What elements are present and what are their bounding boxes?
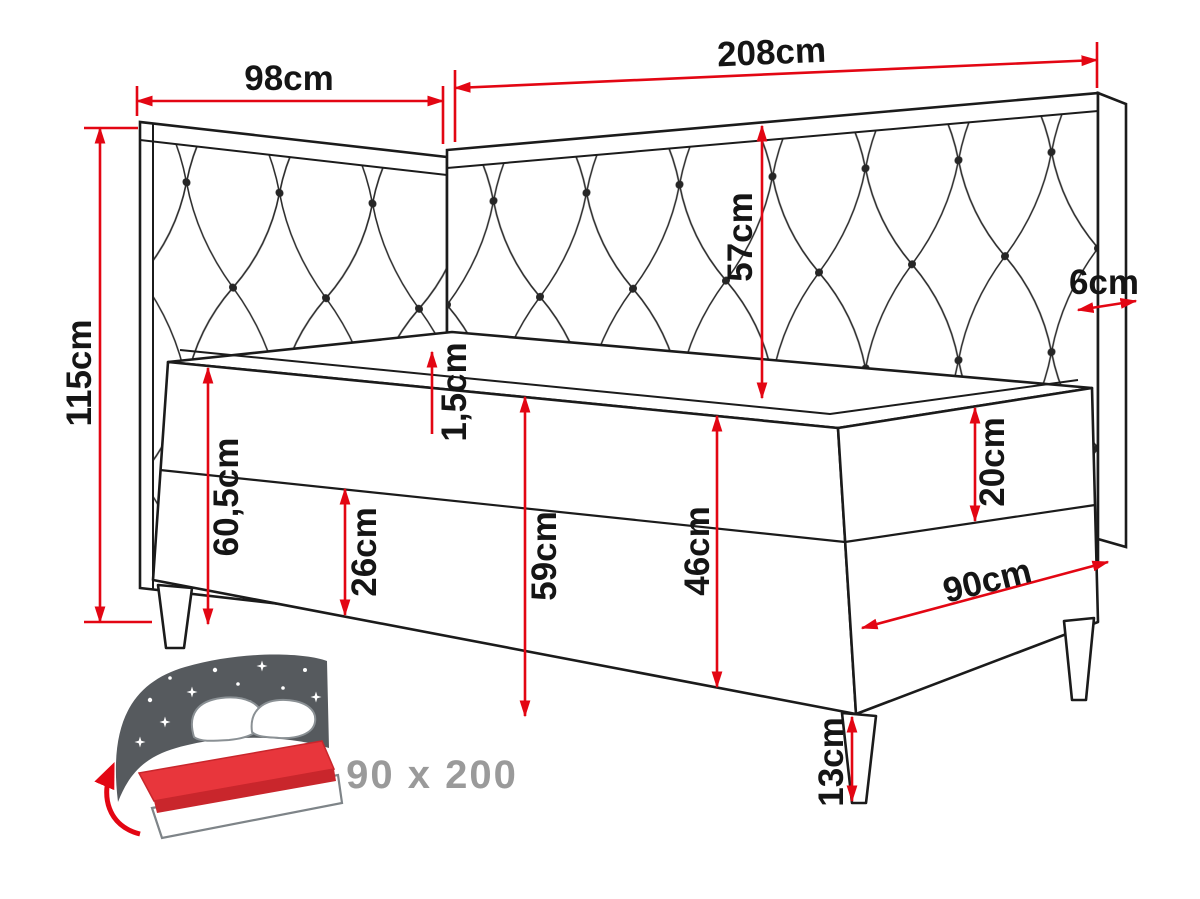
dimension-lines: [84, 42, 1138, 803]
dim-label-59cm: 59cm: [525, 511, 564, 601]
dim-label-57cm: 57cm: [721, 192, 760, 282]
star-icon: [310, 691, 322, 703]
dim-label-13cm: 13cm: [812, 717, 851, 807]
dim-label-6cm: 6cm: [1069, 263, 1139, 302]
dim-label-208cm: 208cm: [716, 31, 827, 75]
left-panel-top-rail: [140, 139, 447, 176]
dim-line-6cm: [1076, 298, 1138, 313]
lift-arrow-icon: [94, 762, 141, 837]
dim-line-90cm: [860, 560, 1110, 630]
star-icon: [186, 686, 198, 698]
dim-label-1-5cm: 1,5cm: [435, 342, 474, 441]
size-label: 90 x 200: [346, 753, 518, 797]
headboard-side-strip: [1096, 91, 1128, 549]
dimension-labels: 98cm 208cm 115cm 57cm 6cm 1,5cm 60,5cm 2…: [60, 31, 1139, 807]
mattress-base-seam: [159, 468, 1096, 544]
star-icon: [256, 660, 268, 672]
storage-bed-icon: [94, 654, 344, 840]
star-icon: [159, 716, 171, 728]
topper-edge-line: [179, 349, 1079, 415]
dim-label-26cm: 26cm: [345, 507, 384, 597]
icon-mattress-side: [154, 769, 336, 813]
dim-label-60-5cm: 60,5cm: [207, 438, 246, 557]
leg-front-left: [156, 583, 194, 650]
dim-label-20cm: 20cm: [973, 417, 1012, 507]
dim-label-98cm: 98cm: [244, 59, 334, 98]
dim-line-208cm: [453, 55, 1099, 93]
icon-pillow-right: [250, 698, 317, 740]
star-icon: [134, 736, 146, 748]
dim-label-46cm: 46cm: [678, 506, 717, 596]
dim-label-115cm: 115cm: [60, 319, 99, 426]
bed-body: [151, 330, 1100, 805]
back-panel-top-rail: [447, 110, 1098, 169]
